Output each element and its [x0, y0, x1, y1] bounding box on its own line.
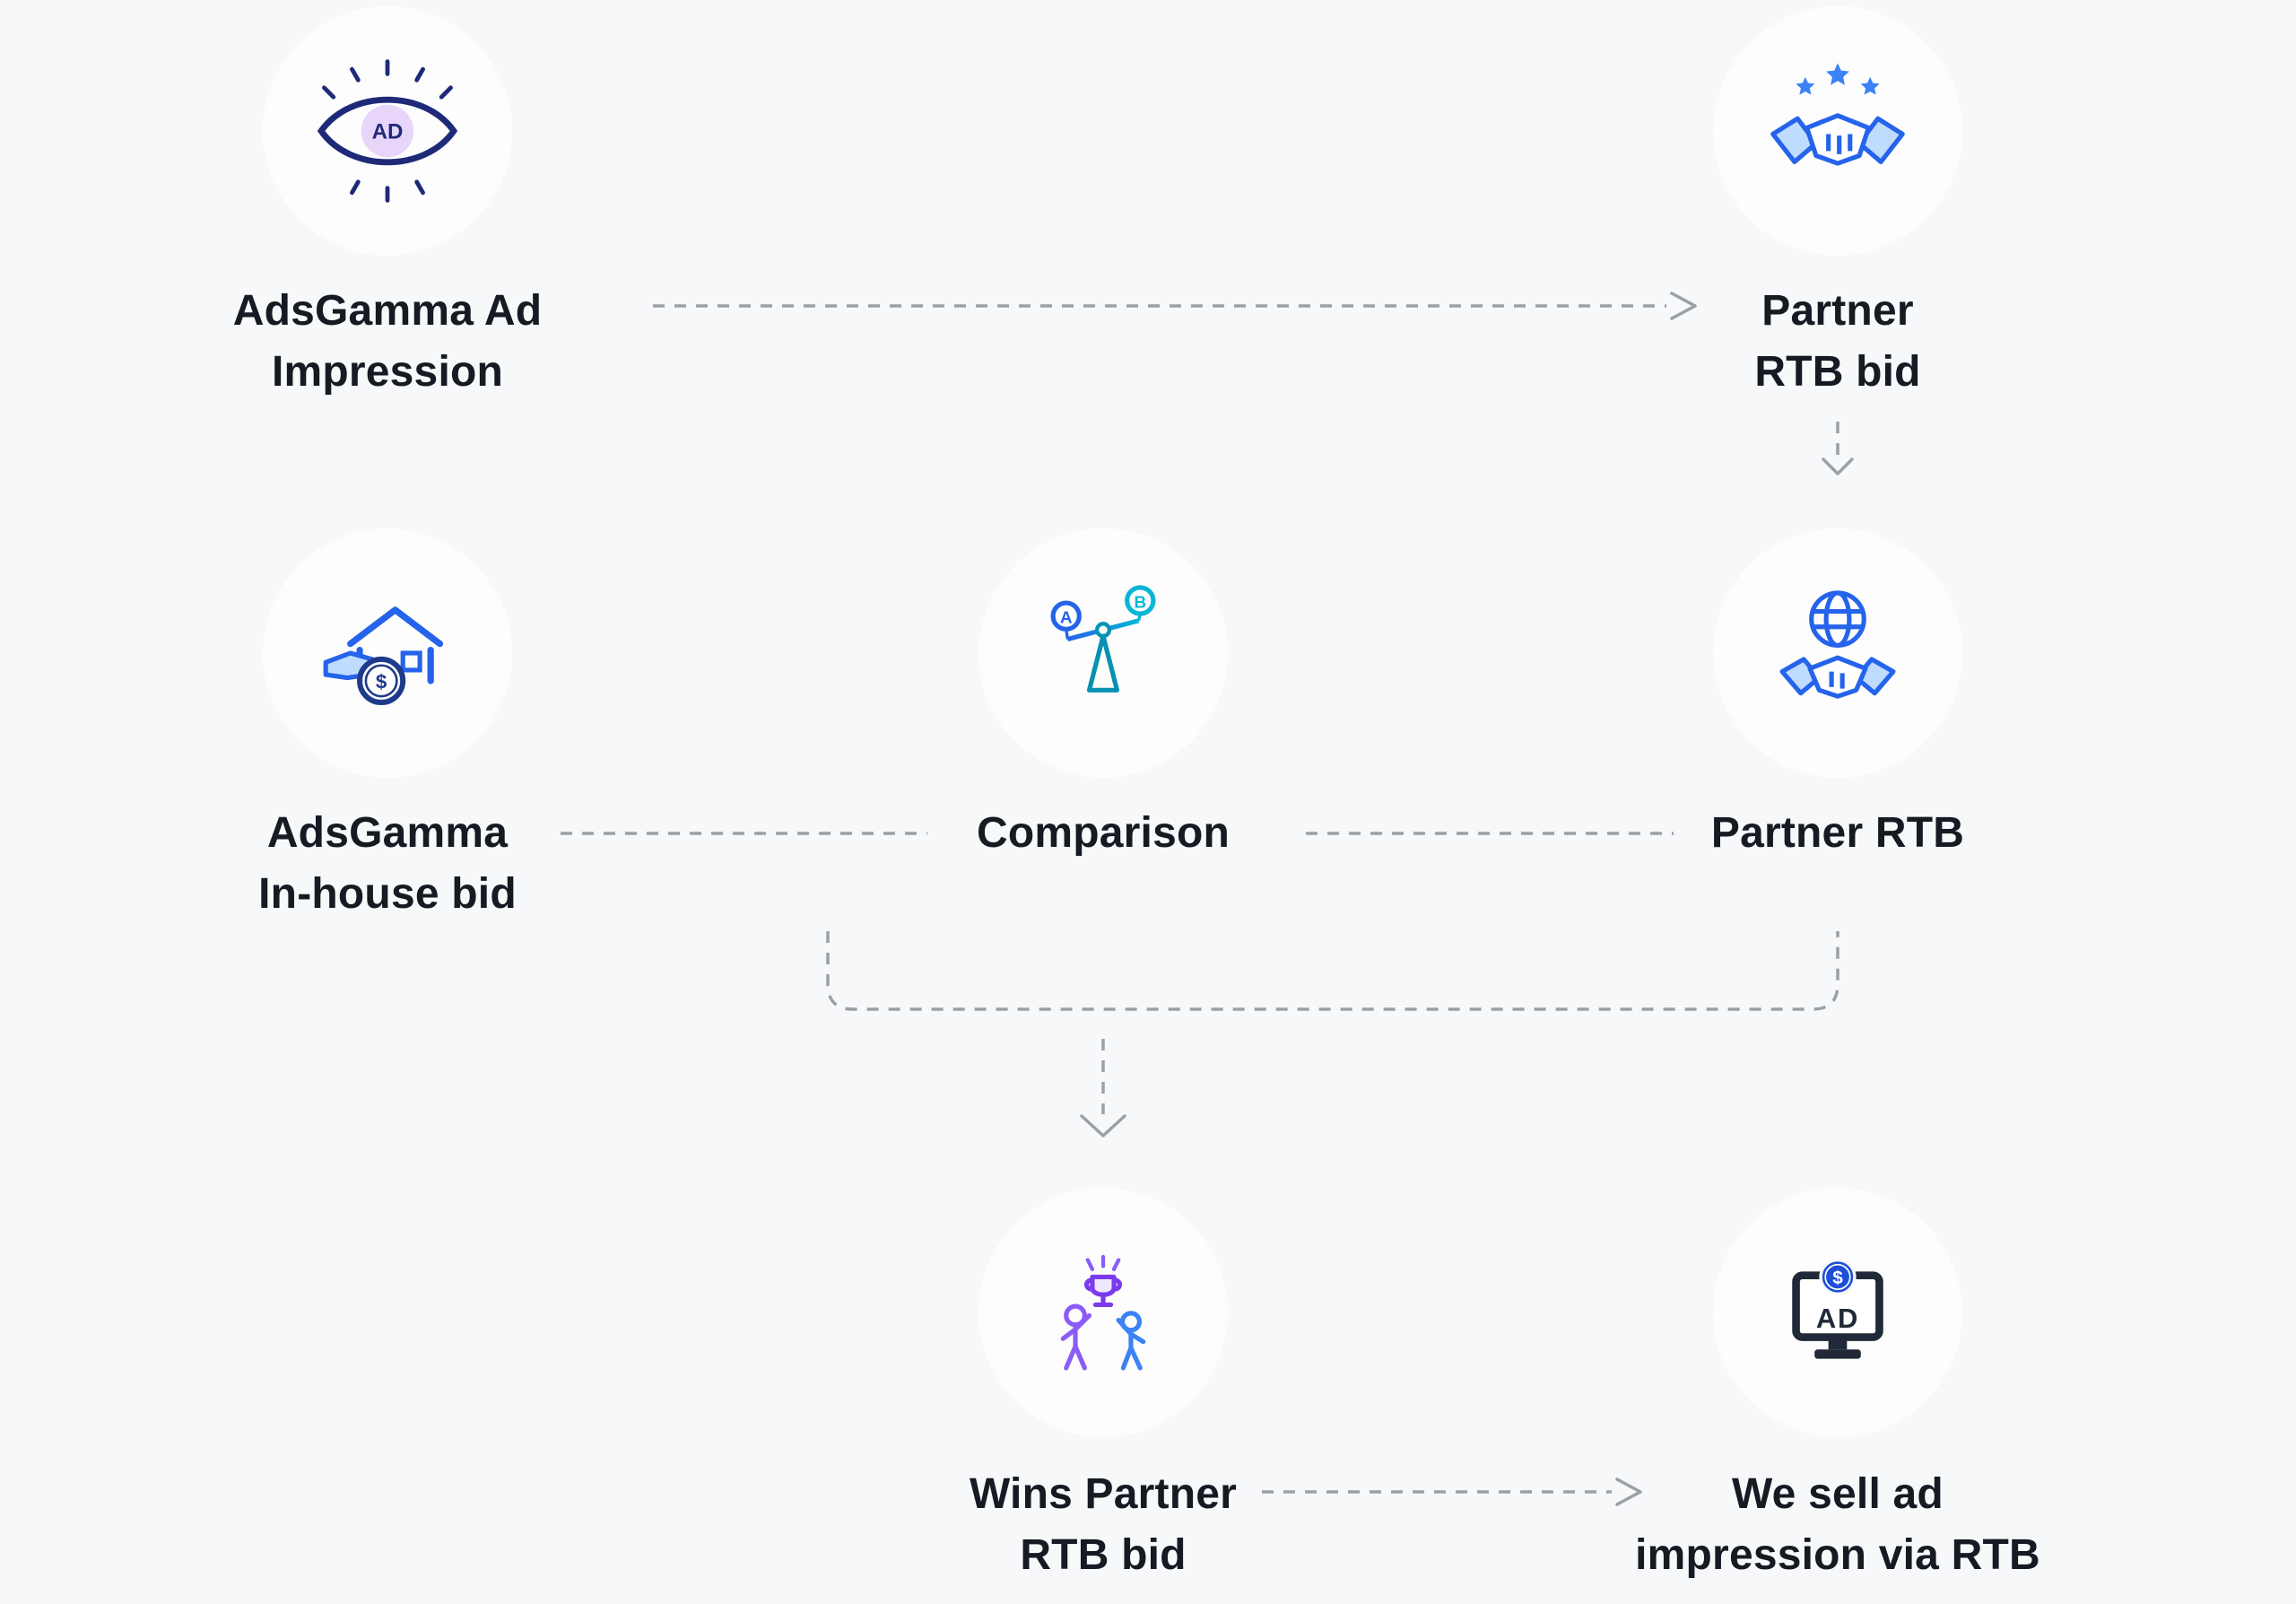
label-line: Comparison	[976, 809, 1231, 857]
label-line: We sell ad	[1732, 1470, 1944, 1518]
label-partner-rtb-bid: Partner RTB bid	[1587, 281, 2089, 403]
globe-handshake-icon	[1779, 590, 1896, 699]
label-line: Partner RTB	[1710, 809, 1965, 857]
label-adsgamma-inhouse-bid: AdsGamma In-house bid	[136, 803, 639, 925]
label-line: Partner	[1761, 287, 1914, 335]
monitor-coin-dollar-text: $	[1832, 1268, 1843, 1288]
arrowhead-down-partner-bid	[1822, 458, 1854, 475]
label-sell-ad-impression: We sell ad impression via RTB	[1587, 1464, 2089, 1586]
node-adsgamma-inhouse-bid: $	[263, 528, 512, 778]
monitor-ad-text: AD	[1816, 1303, 1859, 1334]
balance-scale-icon: A B	[1050, 585, 1156, 693]
bracket-comparison-partner-rtb	[826, 931, 1839, 1011]
node-wins-partner-rtb-bid	[978, 1188, 1228, 1437]
winners-trophy-icon	[1060, 1254, 1146, 1371]
label-comparison: Comparison	[852, 803, 1354, 864]
scale-a-text: A	[1060, 608, 1073, 627]
label-line: RTB bid	[1754, 348, 1921, 396]
node-comparison: A B	[978, 528, 1228, 778]
node-partner-rtb	[1713, 528, 1962, 778]
handshake-stars-icon	[1770, 63, 1905, 166]
label-line: AdsGamma Ad	[232, 287, 543, 335]
label-line: impression via RTB	[1635, 1531, 2040, 1579]
eye-ad-icon: AD	[317, 59, 458, 203]
node-sell-ad-impression: AD $	[1713, 1188, 1962, 1437]
label-partner-rtb: Partner RTB	[1587, 803, 2089, 864]
house-money-icon: $	[323, 606, 444, 706]
monitor-ad-icon: AD $	[1792, 1258, 1883, 1359]
coin-dollar-text: $	[376, 671, 387, 693]
label-adsgamma-ad-impression: AdsGamma Ad Impression	[136, 281, 639, 403]
label-line: Wins Partner	[969, 1470, 1238, 1518]
label-line: RTB bid	[1020, 1531, 1187, 1579]
arrowhead-down-wins	[1080, 1114, 1126, 1138]
node-partner-rtb-bid	[1713, 6, 1962, 256]
label-line: In-house bid	[258, 870, 517, 918]
label-line: Impression	[271, 348, 504, 396]
node-adsgamma-ad-impression: AD	[263, 6, 512, 256]
eye-ad-text: AD	[372, 120, 404, 144]
label-line: AdsGamma	[266, 809, 509, 857]
scale-b-text: B	[1134, 593, 1146, 612]
label-wins-partner-rtb-bid: Wins Partner RTB bid	[852, 1464, 1354, 1586]
